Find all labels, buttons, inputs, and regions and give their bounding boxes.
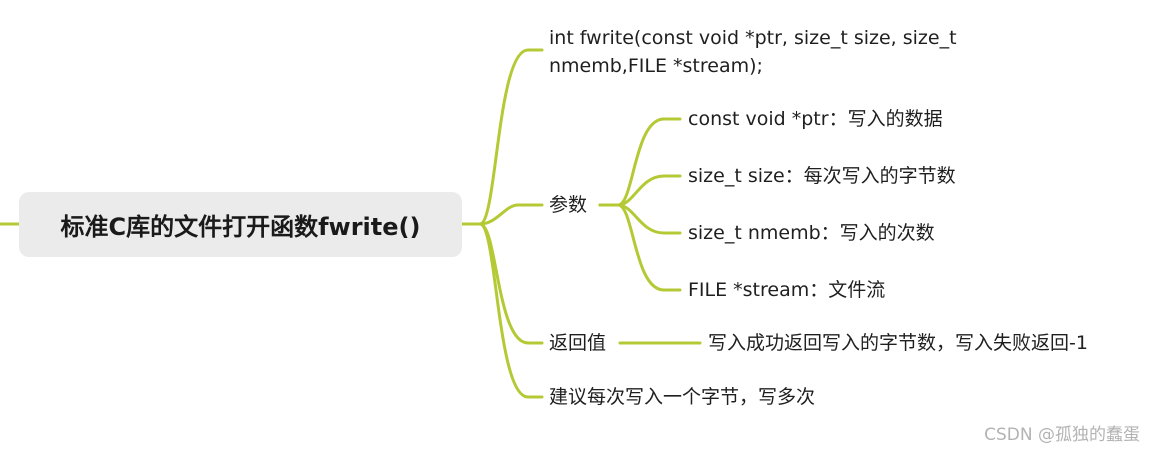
subtopic-param-nmemb[interactable]: size_t nmemb：写入的次数 [688,219,935,247]
return-detail-label: 写入成功返回写入的字节数，写入失败返回-1 [708,332,1088,354]
connector-param-nmemb [598,203,682,235]
connector-param-ptr [598,117,682,207]
connector-advice [460,222,544,399]
param-size-label: size_t size：每次写入的字节数 [688,165,956,187]
connector-param-size [598,174,682,207]
topic-advice[interactable]: 建议每次写入一个字节，写多次 [549,383,815,411]
param-ptr-label: const void *ptr：写入的数据 [688,108,943,130]
signature-line-1: int fwrite(const void *ptr, size_t size,… [549,27,957,49]
params-label: 参数 [549,194,588,216]
connector-params [460,203,544,226]
return-value-label: 返回值 [549,332,607,354]
subtopic-return-detail[interactable]: 写入成功返回写入的字节数，写入失败返回-1 [708,329,1088,357]
root-topic[interactable]: 标准C库的文件打开函数fwrite() [19,192,462,257]
connector-signature [460,48,544,226]
subtopic-param-stream[interactable]: FILE *stream：文件流 [688,276,885,304]
connector-param-stream [598,203,682,292]
param-stream-label: FILE *stream：文件流 [688,279,886,301]
signature-line-2: nmemb,FILE *stream); [549,55,763,77]
topic-params[interactable]: 参数 [549,191,587,219]
root-topic-label: 标准C库的文件打开函数fwrite() [60,213,421,241]
topic-return-value[interactable]: 返回值 [549,329,606,357]
advice-label: 建议每次写入一个字节，写多次 [549,386,816,408]
topic-signature[interactable]: int fwrite(const void *ptr, size_t size,… [549,24,957,80]
watermark: CSDN @孤独的蠢蛋 [984,425,1140,445]
subtopic-param-size[interactable]: size_t size：每次写入的字节数 [688,162,956,190]
param-nmemb-label: size_t nmemb：写入的次数 [688,222,935,244]
subtopic-param-ptr[interactable]: const void *ptr：写入的数据 [688,105,943,133]
